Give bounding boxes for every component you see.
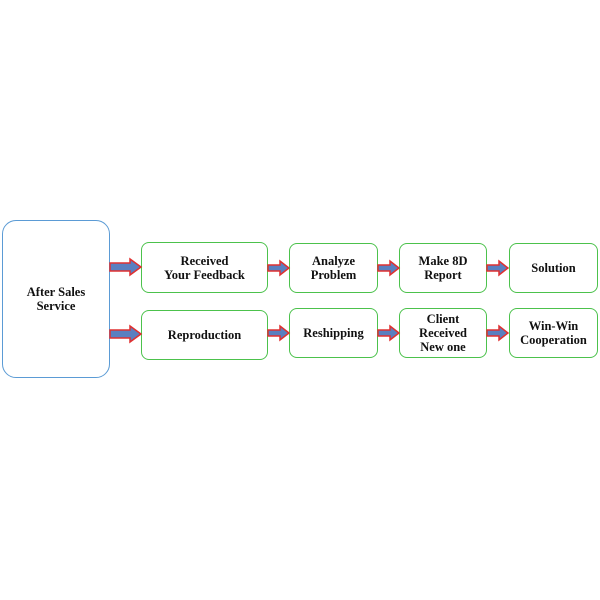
received-feedback-box: Received Your Feedback <box>141 242 268 293</box>
analyze-problem-box: Analyze Problem <box>289 243 378 293</box>
analyze-problem-label: Analyze Problem <box>310 254 357 282</box>
reproduction-label: Reproduction <box>167 328 242 342</box>
after-sales-service-box: After Sales Service <box>2 220 110 378</box>
after-sales-service-label: After Sales Service <box>26 285 86 313</box>
solution-box: Solution <box>509 243 598 293</box>
make-8d-report-label: Make 8D Report <box>418 254 468 282</box>
reshipping-box: Reshipping <box>289 308 378 358</box>
client-received-label: Client Received New one <box>419 312 467 354</box>
reshipping-label: Reshipping <box>303 326 364 340</box>
win-win-cooperation-box: Win-Win Cooperation <box>509 308 598 358</box>
arrow-right-icon <box>377 324 401 342</box>
received-feedback-label: Received Your Feedback <box>164 253 245 282</box>
arrow-right-icon <box>267 324 291 342</box>
client-received-box: Client Received New one <box>399 308 487 358</box>
reproduction-box: Reproduction <box>141 310 268 360</box>
arrow-right-icon <box>109 324 143 344</box>
arrow-right-icon <box>377 259 401 277</box>
arrow-right-icon <box>267 259 291 277</box>
solution-label: Solution <box>531 261 576 275</box>
arrow-right-icon <box>486 324 510 342</box>
make-8d-report-box: Make 8D Report <box>399 243 487 293</box>
arrow-right-icon <box>486 259 510 277</box>
arrow-right-icon <box>109 257 143 277</box>
win-win-cooperation-label: Win-Win Cooperation <box>520 319 587 347</box>
